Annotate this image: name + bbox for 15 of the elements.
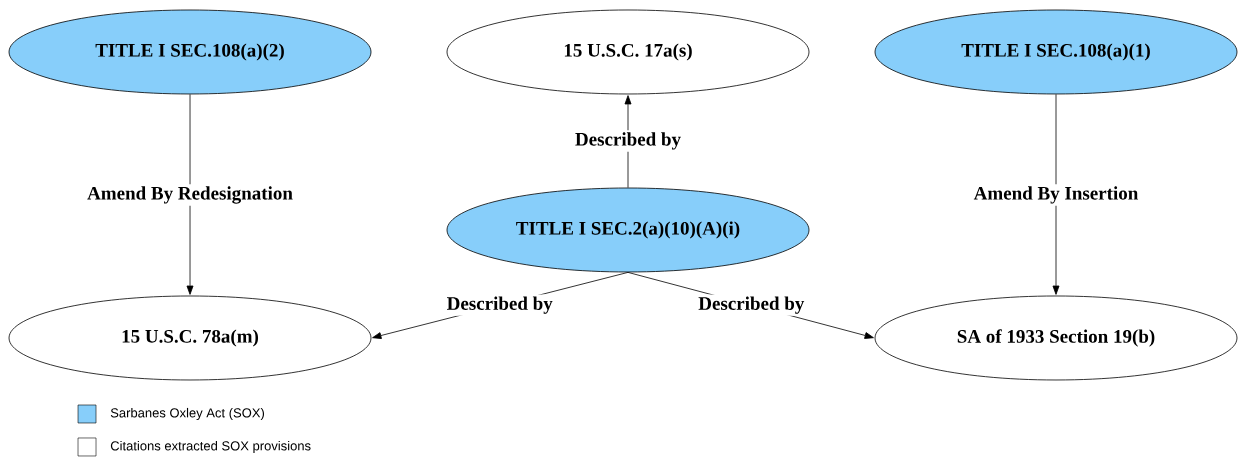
- ellipse-node: SA of 1933 Section 19(b): [874, 295, 1238, 381]
- ellipse-node: TITLE I SEC.2(a)(10)(A)(i): [446, 187, 810, 273]
- legend-label: Sarbanes Oxley Act (SOX): [110, 407, 264, 421]
- edge-label: Amend By Insertion: [973, 186, 1139, 204]
- arrow: [186, 94, 194, 295]
- arrow: [1052, 94, 1060, 295]
- ellipse-node: 15 U.S.C. 17a(s): [446, 9, 810, 95]
- ellipse-node: 15 U.S.C. 78a(m): [8, 295, 372, 381]
- ellipse-node: TITLE I SEC.108(a)(1): [874, 9, 1238, 95]
- edge-label: Amend By Redesignation: [87, 186, 293, 204]
- edge-label: Described by: [447, 296, 553, 314]
- edge-label: Described by: [698, 296, 805, 314]
- legend-label: Citations extracted SOX provisions: [110, 440, 311, 454]
- ellipse-node: TITLE I SEC.108(a)(2): [8, 9, 372, 95]
- edge-label: Described by: [575, 132, 681, 150]
